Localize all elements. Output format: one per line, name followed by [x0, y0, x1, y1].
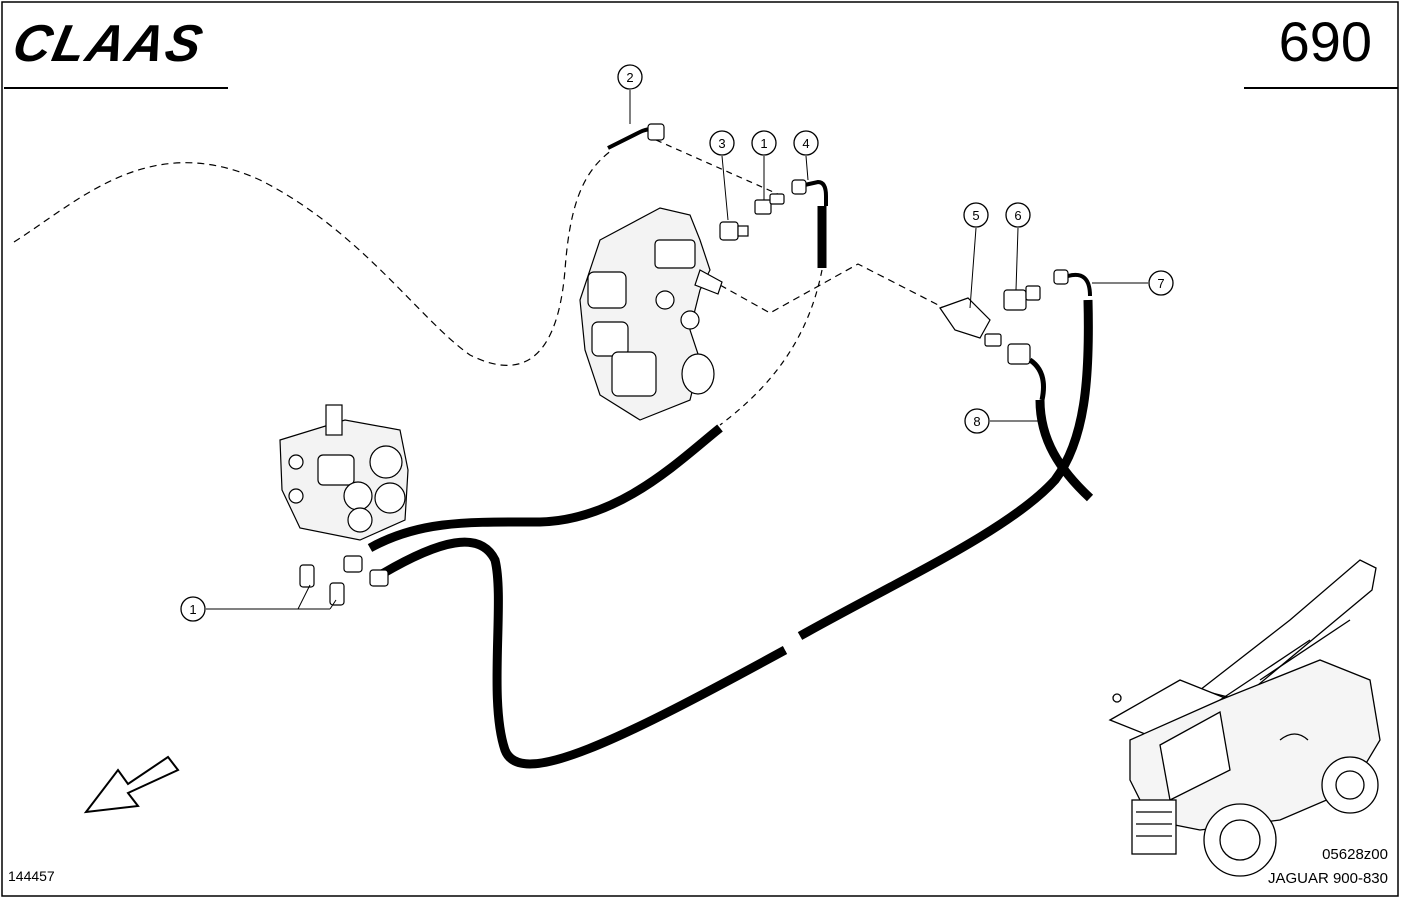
dashed-leader-2: [719, 269, 823, 426]
forage-harvester-icon: [1108, 559, 1381, 877]
svg-text:5: 5: [972, 208, 979, 223]
hose-right: [798, 299, 1092, 639]
hose-8: [1036, 399, 1093, 501]
callout-7: 7: [1148, 270, 1174, 296]
svg-text:8: 8: [973, 414, 980, 429]
callout-1-upper: 1: [751, 130, 777, 156]
hose-lower-outline: [379, 537, 788, 769]
fittings: [343, 123, 1092, 587]
svg-text:4: 4: [802, 136, 809, 151]
svg-text:6: 6: [1014, 208, 1021, 223]
drawing-code: 05628z00: [1322, 846, 1388, 863]
page-number: 690: [1278, 10, 1372, 73]
callout-2: 2: [617, 64, 643, 90]
svg-text:1: 1: [189, 602, 196, 617]
svg-text:7: 7: [1157, 276, 1164, 291]
hose-right-outline: [797, 299, 1093, 640]
callout-6: 6: [1005, 202, 1031, 228]
dashed-leader-3: [719, 263, 949, 314]
callout-1-lower: 1: [180, 596, 206, 622]
hose-upper: [368, 425, 723, 551]
svg-text:1: 1: [760, 136, 767, 151]
callout-leaders: [206, 90, 1148, 610]
valve-block-upper: [579, 207, 723, 421]
callout-8: 8: [964, 408, 990, 434]
callout-3: 3: [709, 130, 735, 156]
direction-arrow-icon: [83, 755, 180, 814]
document-number: 144457: [8, 868, 55, 884]
dashed-leader-1: [655, 139, 781, 196]
svg-text:3: 3: [718, 136, 725, 151]
dashed-routing-line: [13, 149, 613, 366]
hose-lower: [380, 538, 787, 768]
callout-5: 5: [963, 202, 989, 228]
callout-4: 4: [793, 130, 819, 156]
svg-text:2: 2: [626, 70, 633, 85]
valve-block-lower: [279, 404, 409, 606]
model-label: JAGUAR 900-830: [1267, 870, 1388, 887]
